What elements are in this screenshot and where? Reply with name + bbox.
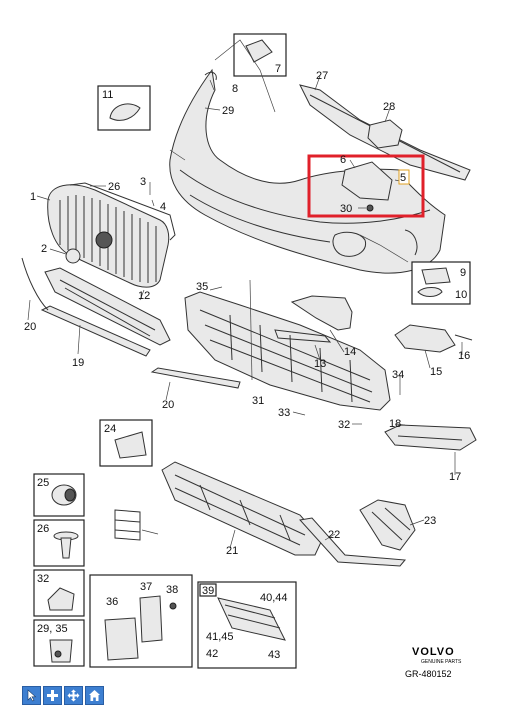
callout-16: 16 [458, 350, 470, 362]
callout-21: 21 [226, 545, 238, 557]
highlight-box [307, 154, 425, 218]
callout-31: 31 [252, 395, 264, 407]
detail-box-25 [33, 473, 85, 517]
bracket-16 [454, 334, 473, 341]
plus-icon [47, 690, 58, 701]
cursor-icon [27, 689, 37, 702]
leader-lines [27, 39, 463, 549]
callout-37: 37 [140, 581, 152, 593]
brand-block: VOLVO GENUINE PARTS GR-480152 [405, 646, 462, 679]
callout-22: 22 [328, 529, 340, 541]
callout-40-44: 40,44 [260, 592, 288, 604]
callout-19: 19 [72, 357, 84, 369]
callout-9: 9 [460, 267, 466, 279]
callout-20-left: 20 [24, 321, 36, 333]
zoom-in-button[interactable] [43, 686, 62, 705]
pan-button[interactable] [64, 686, 83, 705]
detail-box-32 [33, 569, 85, 617]
callout-32-box: 32 [37, 573, 49, 585]
callout-26-box: 26 [37, 523, 49, 535]
callout-2: 2 [41, 243, 47, 255]
callout-28: 28 [383, 101, 395, 113]
callout-11: 11 [102, 89, 113, 101]
callout-25: 25 [37, 477, 49, 489]
callout-38: 38 [166, 584, 178, 596]
brand-logo: VOLVO [412, 646, 455, 658]
callout-26: 26 [108, 181, 120, 193]
callout-17: 17 [449, 471, 461, 483]
callout-41-45: 41,45 [206, 631, 234, 643]
detail-box-11 [97, 85, 151, 131]
callout-43: 43 [268, 649, 280, 661]
mounting-bracket-46 [114, 509, 141, 541]
underbody-shield [184, 291, 391, 411]
detail-box-9-10 [411, 261, 471, 305]
home-icon [89, 690, 100, 701]
callout-20-lower: 20 [162, 399, 174, 411]
callout-10: 10 [455, 289, 467, 301]
trim-strip-19 [40, 305, 151, 357]
detail-box-26 [33, 519, 85, 567]
callout-13: 13 [314, 358, 326, 370]
side-vent-23 [359, 499, 416, 551]
callout-3: 3 [140, 176, 146, 188]
bracket-assembly [341, 161, 393, 212]
callout-42: 42 [206, 648, 218, 660]
callout-33: 33 [278, 407, 290, 419]
trim-strip-20-left [21, 257, 49, 311]
side-panel-15 [394, 324, 456, 353]
callout-32: 32 [338, 419, 350, 431]
callout-1: 1 [30, 191, 36, 203]
move-icon [67, 689, 80, 702]
viewer-toolbar [22, 686, 104, 705]
callout-15: 15 [430, 366, 442, 378]
callout-12: 12 [138, 290, 150, 302]
select-tool-button[interactable] [22, 686, 41, 705]
diagram-code: GR-480152 [405, 669, 452, 679]
callout-23: 23 [424, 515, 436, 527]
callout-29: 29 [222, 105, 234, 117]
callout-4: 4 [160, 201, 166, 213]
callout-6: 6 [340, 154, 346, 166]
callout-labels: 1 2 3 4 5 6 7 8 9 10 11 12 13 14 15 16 1… [24, 63, 470, 661]
callout-36: 36 [106, 596, 118, 608]
emblem [65, 248, 81, 264]
callout-29-35: 29, 35 [37, 623, 68, 635]
grille [47, 182, 176, 288]
home-button[interactable] [85, 686, 104, 705]
side-grille-17 [384, 424, 477, 451]
detail-box-7 [233, 33, 287, 77]
detail-box-29-35 [33, 619, 85, 667]
detail-box-36-38 [89, 574, 193, 668]
callout-7: 7 [275, 63, 281, 75]
brand-tagline: GENUINE PARTS [421, 659, 462, 665]
bumper-cover [169, 68, 446, 274]
lower-grille [44, 267, 171, 346]
bracket-28 [367, 119, 403, 149]
detail-box-24 [99, 419, 153, 467]
callout-35: 35 [196, 281, 208, 293]
callout-14: 14 [344, 346, 356, 358]
highlight-tag-5 [398, 169, 410, 185]
callout-39: 39 [202, 585, 214, 597]
lower-bumper-grille [161, 461, 323, 556]
callout-5: 5 [400, 172, 406, 184]
callout-30: 30 [340, 203, 352, 215]
callout-34: 34 [392, 369, 404, 381]
fog-light-bezel [274, 295, 353, 343]
callout-27: 27 [316, 70, 328, 82]
callout-18: 18 [389, 418, 401, 430]
callout-24: 24 [104, 423, 116, 435]
callout-8: 8 [232, 83, 238, 95]
detail-box-39-45 [197, 581, 297, 669]
chrome-strip-22 [299, 517, 406, 567]
trim-strip-20-lower [150, 367, 241, 389]
